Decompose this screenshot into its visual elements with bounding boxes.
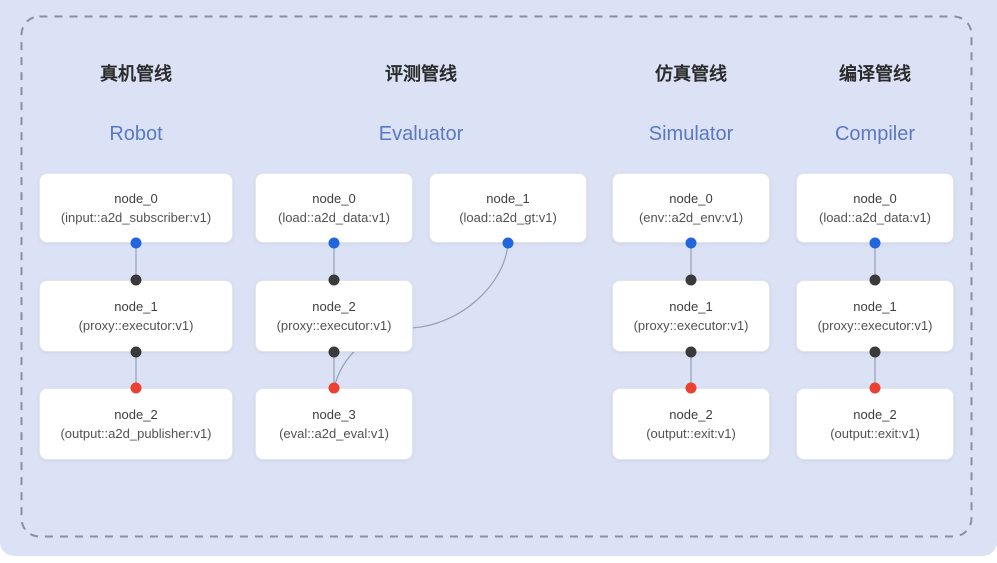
node-simulator-node_1: node_1(proxy::executor:v1) (612, 280, 770, 352)
node-title: node_0 (312, 191, 356, 206)
node-compiler-node_0: node_0(load::a2d_data:v1) (796, 173, 954, 243)
node-evaluator-node_2: node_2(proxy::executor:v1) (255, 280, 413, 352)
pipeline-title-en-simulator: Simulator (648, 123, 734, 145)
node-robot-node_2: node_2(output::a2d_publisher:v1) (39, 388, 233, 460)
node-compiler-node_2: node_2(output::exit:v1) (796, 388, 954, 460)
node-type: (output::exit:v1) (830, 426, 920, 441)
pipeline-title-en-evaluator: Evaluator (378, 123, 464, 145)
node-title: node_1 (669, 299, 713, 314)
node-simulator-node_0: node_0(env::a2d_env:v1) (612, 173, 770, 243)
node-type: (proxy::executor:v1) (78, 318, 194, 333)
node-type: (eval::a2d_eval:v1) (279, 426, 389, 441)
node-type: (load::a2d_gt:v1) (459, 210, 557, 225)
node-title: node_1 (853, 299, 897, 314)
node-evaluator-node_0: node_0(load::a2d_data:v1) (255, 173, 413, 243)
pipeline-title-zh-evaluator: 评测管线 (385, 64, 457, 84)
node-title: node_3 (312, 407, 356, 422)
node-title: node_0 (853, 191, 897, 206)
pipeline-title-en-compiler: Compiler (834, 123, 916, 145)
node-title: node_1 (114, 299, 158, 314)
node-evaluator-node_3: node_3(eval::a2d_eval:v1) (255, 388, 413, 460)
node-type: (proxy::executor:v1) (276, 318, 392, 333)
pipeline-title-en-robot: Robot (109, 123, 163, 145)
node-title: node_1 (486, 191, 530, 206)
node-type: (proxy::executor:v1) (633, 318, 749, 333)
node-evaluator-node_1: node_1(load::a2d_gt:v1) (429, 173, 587, 243)
node-type: (output::exit:v1) (646, 426, 736, 441)
node-type: (env::a2d_env:v1) (638, 210, 744, 225)
node-robot-node_1: node_1(proxy::executor:v1) (39, 280, 233, 352)
node-type: (load::a2d_data:v1) (818, 210, 932, 225)
node-type: (proxy::executor:v1) (817, 318, 933, 333)
node-robot-node_0: node_0(input::a2d_subscriber:v1) (39, 173, 233, 243)
node-title: node_0 (669, 191, 713, 206)
node-type: (load::a2d_data:v1) (277, 210, 391, 225)
node-type: (input::a2d_subscriber:v1) (60, 210, 212, 225)
pipeline-title-zh-robot: 真机管线 (100, 64, 172, 84)
node-title: node_2 (114, 407, 158, 422)
node-type: (output::a2d_publisher:v1) (60, 426, 212, 441)
pipeline-title-zh-simulator: 仿真管线 (655, 64, 727, 84)
node-simulator-node_2: node_2(output::exit:v1) (612, 388, 770, 460)
node-title: node_2 (312, 299, 356, 314)
node-title: node_2 (853, 407, 897, 422)
pipeline-title-zh-compiler: 编译管线 (839, 64, 911, 84)
node-title: node_0 (114, 191, 158, 206)
node-title: node_2 (669, 407, 713, 422)
node-compiler-node_1: node_1(proxy::executor:v1) (796, 280, 954, 352)
